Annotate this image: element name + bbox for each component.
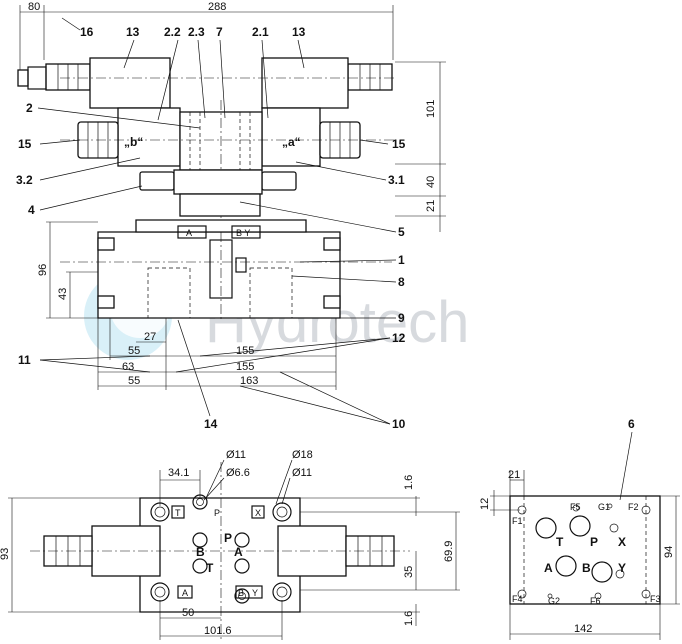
plate-f6: F6 — [590, 596, 601, 606]
plate-port-T: T — [556, 535, 564, 549]
dim-d18: Ø18 — [292, 449, 313, 461]
callout-2-2: 2.2 — [164, 25, 181, 39]
subplate-outline — [509, 495, 661, 605]
dim-height-40: 40 — [425, 176, 437, 188]
bottom-port-p: P — [224, 531, 232, 545]
dim-height-21: 21 — [425, 200, 437, 212]
dim-34-1: 34.1 — [168, 467, 189, 479]
bottom-port-p-top: P — [214, 508, 220, 518]
dim-69-9: 69.9 — [443, 541, 455, 562]
plate-port-B: B — [582, 561, 591, 575]
bottom-port-b: B — [196, 545, 205, 559]
callout-4: 4 — [28, 203, 35, 217]
dim-27: 27 — [144, 331, 156, 343]
bottom-port-a-bot: A — [182, 588, 188, 598]
plate-dim-94: 94 — [663, 546, 675, 558]
dim-overall-width: 288 — [208, 1, 226, 13]
callout-6: 6 — [628, 417, 635, 431]
callout-15-left: 15 — [18, 137, 32, 151]
override-3-2 — [139, 171, 175, 191]
callout-13-left: 13 — [126, 25, 140, 39]
plate-g1: G1 — [598, 502, 610, 512]
coil-b — [117, 107, 181, 167]
callout-8: 8 — [398, 275, 405, 289]
dim-55-a: 55 — [128, 345, 140, 357]
callout-3-1: 3.1 — [388, 173, 405, 187]
bottom-port-t: T — [206, 561, 214, 575]
dim-43: 43 — [57, 288, 69, 300]
callout-2-1: 2.1 — [252, 25, 269, 39]
dim-63: 63 — [122, 361, 134, 373]
callout-5: 5 — [398, 225, 405, 239]
callout-10: 10 — [392, 417, 406, 431]
callout-16: 16 — [80, 25, 94, 39]
bottom-port-x-top: X — [255, 508, 261, 518]
dim-1-6-top: 1.6 — [403, 475, 415, 490]
dim-155-a: 155 — [236, 345, 254, 357]
callout-2-3: 2.3 — [188, 25, 205, 39]
dim-height-101: 101 — [425, 100, 437, 118]
dim-50: 50 — [182, 607, 194, 619]
front-port-a: A — [186, 228, 192, 238]
front-port-by: B Y — [236, 228, 250, 238]
front-view: A B Y 96 43 27 55 155 63 155 55 — [18, 219, 406, 431]
callout-13-right: 13 — [292, 25, 306, 39]
plate-g2: G2 — [548, 596, 560, 606]
solenoid-a-housing — [261, 57, 349, 109]
dim-101-6: 101.6 — [204, 625, 232, 637]
callout-1: 1 — [398, 253, 405, 267]
plate-port-P: P — [590, 535, 598, 549]
plate-port-Y: Y — [618, 561, 626, 575]
top-view: 80 288 101 40 21 — [16, 1, 446, 239]
plate-f3: F3 — [650, 594, 661, 604]
label-b: „b“ — [124, 135, 143, 149]
callout-11: 11 — [18, 353, 31, 367]
plate-f4: F4 — [512, 594, 523, 604]
dim-1-6-bot: 1.6 — [403, 611, 415, 626]
bottom-view: T P X P B A T A B Y 34.1 Ø11 Ø6.6 Ø18 Ø1… — [0, 449, 460, 640]
main-valve-body — [97, 231, 341, 319]
dim-93: 93 — [0, 548, 11, 560]
callout-3-2: 3.2 — [16, 173, 33, 187]
dim-35: 35 — [403, 566, 415, 578]
subplate-view: T P X A B Y F1 F2 F3 F4 F5 F6 G1 G2 6 21… — [479, 417, 680, 640]
dim-155-b: 155 — [236, 361, 254, 373]
plate-dim-142: 142 — [574, 623, 592, 635]
callout-9: 9 — [398, 311, 405, 325]
bottom-port-t-top: T — [175, 508, 181, 518]
callout-2: 2 — [26, 101, 33, 115]
label-a: „a“ — [282, 135, 301, 149]
dim-d11-a: Ø11 — [226, 449, 246, 461]
plate-dim-12: 12 — [479, 498, 491, 510]
bottom-port-a: A — [234, 545, 243, 559]
dim-left-offset: 80 — [28, 1, 40, 13]
plate-f1: F1 — [512, 516, 523, 526]
callout-7: 7 — [216, 25, 223, 39]
dim-163: 163 — [240, 375, 258, 387]
dim-96: 96 — [37, 264, 49, 276]
plate-dim-21: 21 — [508, 469, 520, 481]
dim-55-b: 55 — [128, 375, 140, 387]
plate-f2: F2 — [628, 502, 639, 512]
bottom-port-y-bot: Y — [252, 588, 258, 598]
solenoid-b-housing — [89, 57, 171, 109]
callout-14: 14 — [204, 417, 218, 431]
intermediate-plate — [179, 193, 261, 217]
bottom-port-b-bot: B — [238, 588, 244, 598]
override-3-1 — [261, 171, 297, 191]
dim-d6-6: Ø6.6 — [226, 467, 250, 479]
plate-port-A: A — [544, 561, 553, 575]
plate-f5: F5 — [570, 502, 581, 512]
dim-d11-b: Ø11 — [292, 467, 312, 479]
callout-12: 12 — [392, 331, 406, 345]
callout-15-right: 15 — [392, 137, 406, 151]
plate-port-X: X — [618, 535, 626, 549]
